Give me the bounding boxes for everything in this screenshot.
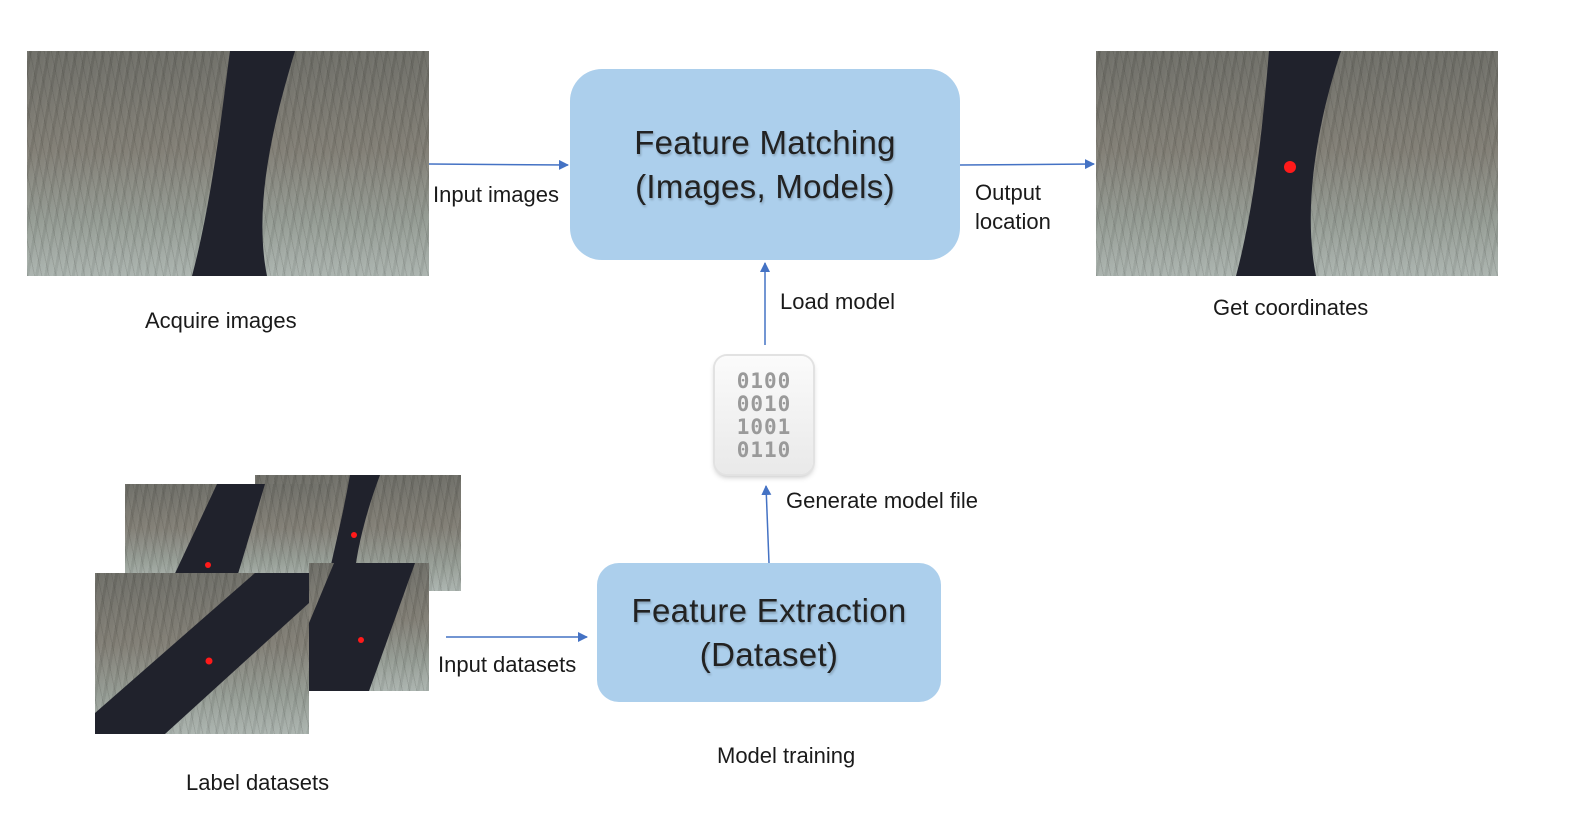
edge-label-output-location-line2: location <box>975 209 1051 234</box>
feature-matching-title: Feature Matching <box>634 123 896 161</box>
output-image <box>1096 51 1498 276</box>
feature-extraction-title: Feature Extraction <box>631 591 907 629</box>
feature-extraction-subtitle: (Dataset) <box>699 635 839 673</box>
edge-label-input-datasets: Input datasets <box>438 652 577 677</box>
dataset-image <box>309 563 429 691</box>
binary-row: 1001 <box>736 415 792 439</box>
edge-label-input-images: Input images <box>433 182 559 207</box>
location-marker <box>1284 161 1296 173</box>
dataset-image <box>95 573 309 734</box>
dataset-image <box>125 484 331 584</box>
edge-label-load-model: Load model <box>780 289 895 314</box>
feature-matching-node: Feature Matching (Images, Models) <box>570 69 960 260</box>
arrow-input-images <box>428 159 569 170</box>
caption-label-datasets: Label datasets <box>186 770 330 795</box>
feature-extraction-node: Feature Extraction (Dataset) <box>597 563 941 702</box>
caption-acquire-images: Acquire images <box>145 308 297 333</box>
caption-model-training: Model training <box>717 743 856 768</box>
acquired-image <box>27 51 429 276</box>
caption-get-coordinates: Get coordinates <box>1213 295 1369 320</box>
arrow-output-location <box>959 159 1095 170</box>
arrow-generate-model-file <box>761 485 772 564</box>
binary-file-icon: 0100 0010 1001 0110 <box>715 356 813 474</box>
feature-matching-subtitle: (Images, Models) <box>635 167 895 205</box>
binary-row: 0010 <box>736 392 792 416</box>
edge-label-generate-model-file: Generate model file <box>786 488 978 513</box>
edge-label-output-location-line1: Output <box>975 180 1042 205</box>
binary-row: 0110 <box>736 438 792 462</box>
binary-row: 0100 <box>736 369 792 393</box>
